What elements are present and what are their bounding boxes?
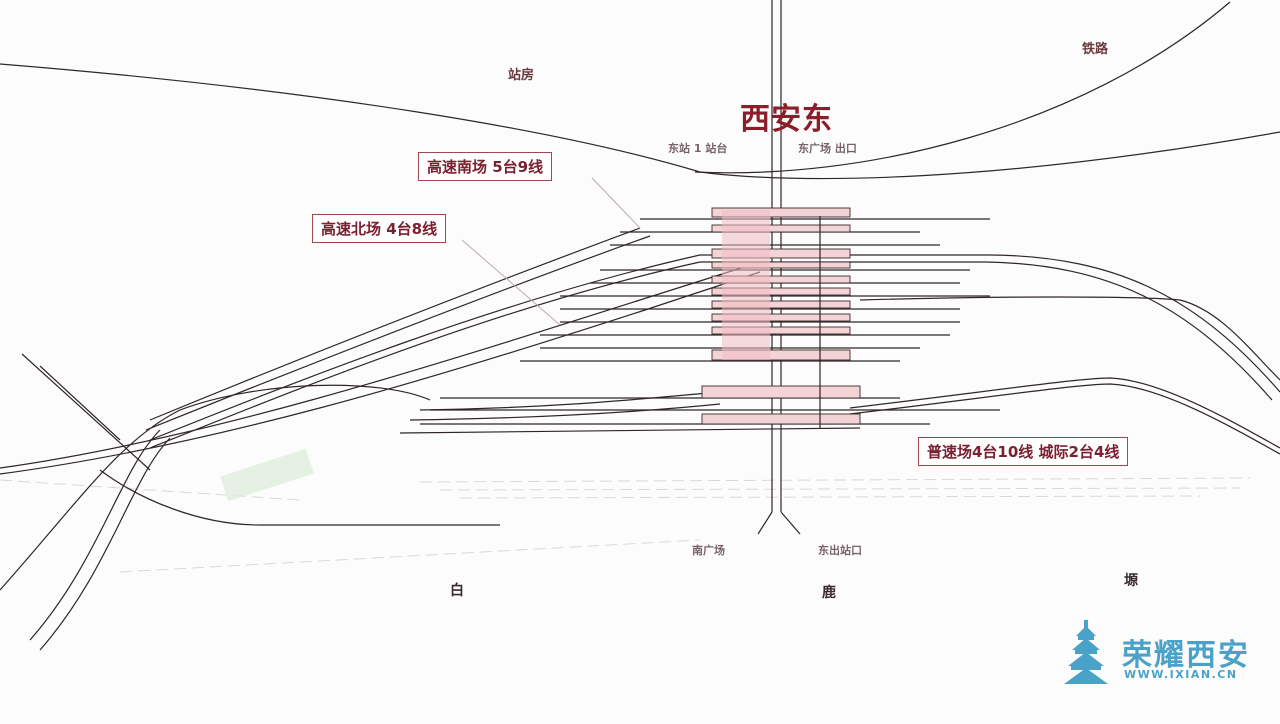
bottom-left-tag: 南广场	[692, 544, 725, 557]
green-area	[220, 448, 314, 502]
station-left-tag: 东站 1 站台	[668, 142, 728, 155]
ground-label-mid: 鹿	[822, 585, 836, 601]
pagoda-icon	[1064, 620, 1108, 684]
bottom-right-tag: 东出站口	[818, 544, 862, 557]
logo-text: 荣耀西安	[1122, 638, 1250, 673]
conventional-yard-label: 普速场4台10线 城际2台4线	[918, 437, 1129, 466]
ground-label-left: 白	[450, 583, 464, 599]
top-right-label: 铁路	[1082, 42, 1109, 57]
station-building	[722, 210, 770, 360]
leader-lines	[461, 177, 641, 326]
south-yard-label: 高速北场 4台8线	[312, 214, 447, 243]
logo-url: WWW.IXIAN.CN	[1124, 668, 1238, 681]
station-name: 西安东	[740, 102, 833, 137]
faded-background-tracks	[0, 477, 1251, 573]
ground-label-right: 塬	[1124, 573, 1138, 589]
site-logo: 荣耀西安 WWW.IXIAN.CN	[1062, 616, 1262, 696]
north-yard-label: 高速南场 5台9线	[418, 152, 553, 181]
station-right-tag: 东广场 出口	[798, 142, 857, 155]
railway-lines	[0, 1, 1280, 651]
top-center-left-label: 站房	[508, 68, 535, 83]
